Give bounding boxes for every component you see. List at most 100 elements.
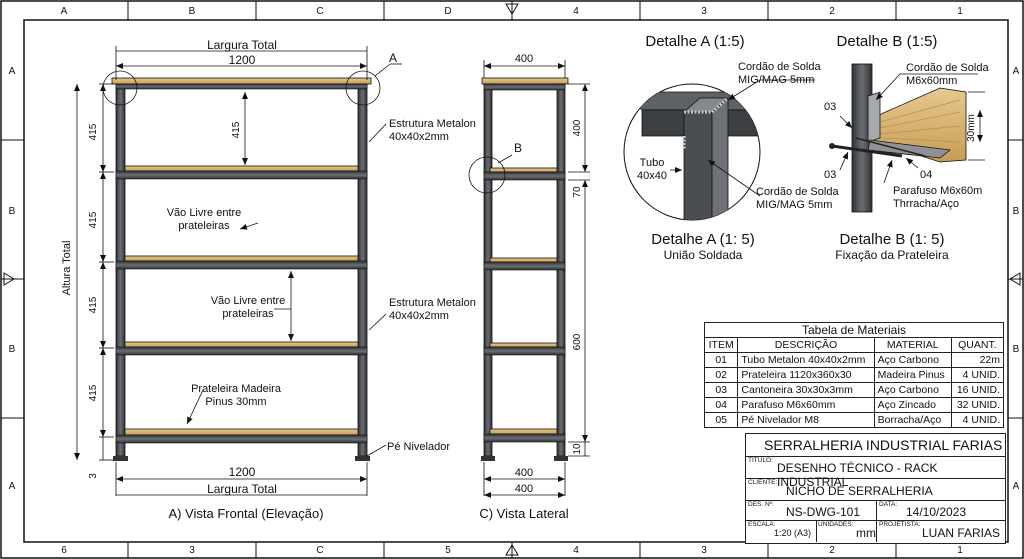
title-block: SERRALHERIA INDUSTRIAL FARIAS TÍTULO: DE…	[745, 433, 1006, 544]
detail-b-ref: 03	[824, 169, 836, 181]
detail-a-weld-label: Cordão de Solda	[738, 61, 821, 73]
table-cell: Aço Carbono	[873, 352, 952, 368]
border-top-label: A	[61, 6, 68, 17]
front-shelves	[111, 77, 372, 444]
border-bottom-label: 3	[189, 545, 195, 556]
table-cell: Aço Carbono	[873, 382, 952, 398]
table-header-row: ITEM DESCRIÇÃO MATERIAL QUANT.	[703, 337, 1005, 353]
leveling-foot	[113, 456, 128, 461]
callout-label-b: B	[514, 141, 522, 155]
title-block-client-row: CLIENTE: NICHO DE SERRALHERIA	[746, 478, 1005, 501]
detail-a-weld-label: Cordão de Solda	[756, 186, 839, 198]
side-bottom-dim: 400	[515, 467, 533, 479]
table-cell: 03	[703, 382, 739, 398]
spacing-dim: 415	[88, 296, 99, 313]
beam	[115, 434, 368, 444]
side-beam	[483, 433, 566, 443]
side-beam	[483, 83, 566, 91]
side-top-dim: 400	[515, 53, 533, 65]
leveling-foot	[355, 456, 370, 461]
table-header: QUANT.	[950, 337, 1005, 353]
side-beam	[483, 261, 566, 271]
detail-b-angle	[867, 91, 881, 143]
table-cell: 01	[703, 352, 739, 368]
detail-a-tube-label: Tubo	[640, 157, 665, 169]
drawing-date: 14/10/2023	[906, 505, 967, 519]
side-shelf-board	[489, 428, 558, 435]
side-shelf-board	[489, 257, 558, 263]
table-cell: Tubo Metalon 40x40x2mm	[737, 352, 875, 368]
border-bottom-label: C	[316, 545, 323, 556]
table-cell: 04	[703, 397, 739, 413]
spacing-dim: 415	[88, 211, 99, 228]
side-shelf-board	[489, 167, 558, 173]
side-view: 400 400 70 600 10 400 400 B C) Vist	[468, 53, 590, 521]
bottom-dim-title: Largura Total	[207, 482, 277, 496]
callout-circle-b	[468, 156, 506, 194]
detail-b-weld-label: M6x60mm	[906, 75, 957, 87]
border-top-label: 2	[829, 6, 835, 17]
unidades-label: UNIDADES:	[818, 521, 854, 528]
border-bottom-label: 2	[829, 545, 835, 556]
callout-label-a: A	[389, 51, 397, 65]
divider	[876, 500, 877, 520]
detail-b-screw	[831, 144, 903, 158]
data-label: DATA:	[879, 501, 898, 508]
title-block-company-row: SERRALHERIA INDUSTRIAL FARIAS	[746, 434, 1005, 457]
label-structure: 40x40x2mm	[389, 131, 449, 143]
materials-table-caption: Tabela de Materiais	[704, 322, 1004, 338]
height-dim-title: Altura Total	[61, 241, 73, 296]
side-shelf-board	[489, 342, 558, 348]
border-top-label: 3	[701, 6, 707, 17]
border-bottom-label: 1	[957, 545, 963, 556]
title-block-number-row: DES. Nº: NS-DWG-101 DATA: 14/10/2023	[746, 500, 1005, 521]
label-structure: 40x40x2mm	[389, 310, 449, 322]
client-name: NICHO DE SERRALHERIA	[786, 484, 933, 498]
detail-b-screw-label: Thrracha/Aço	[893, 198, 959, 210]
table-row: 02 Prateleira 1120x360x30 Madeira Pinus …	[703, 367, 1005, 383]
table-cell: 32 UNID.	[950, 397, 1005, 413]
des-label: DES. Nº:	[748, 501, 774, 508]
label-structure: Estrutura Metalon	[389, 297, 476, 309]
border-side-label: A	[9, 66, 16, 77]
table-header: MATERIAL	[873, 337, 952, 353]
detail-b-ref: 03	[824, 101, 836, 113]
shelf-board	[111, 77, 372, 85]
beam	[115, 346, 368, 356]
beam	[115, 83, 368, 90]
drawing-number: NS-DWG-101	[786, 505, 861, 519]
label-structure: Estrutura Metalon	[389, 118, 476, 130]
table-cell: Parafuso M6x60mm	[737, 397, 875, 413]
table-row: 01 Tubo Metalon 40x40x2mm Aço Carbono 22…	[703, 352, 1005, 368]
designer-name: LUAN FARIAS	[922, 526, 1001, 540]
table-cell: 4 UNID.	[950, 412, 1005, 428]
table-cell: Pé Nivelador M8	[737, 412, 875, 428]
callout-circle-a	[102, 70, 138, 106]
side-dim-10: 10	[572, 443, 583, 455]
side-beam	[483, 346, 566, 356]
table-cell: 22m	[950, 352, 1005, 368]
side-dim-70: 70	[572, 186, 583, 198]
label-gap: Vão Livre entre	[211, 295, 286, 307]
border-side-label: B	[1013, 344, 1020, 355]
side-dim-400: 400	[572, 119, 583, 136]
border-side-label: B	[9, 206, 16, 217]
side-view-label: C) Vista Lateral	[479, 506, 568, 521]
label-gap: prateleiras	[222, 308, 274, 320]
detail-b-dim-30: 30mm	[966, 114, 977, 142]
detail-a-weld-label: MIG/MAG 5mm	[756, 199, 832, 211]
spacing-dim: 415	[88, 384, 99, 401]
title-block-scale-row: ESCALA: 1:20 (A3) UNIDADES: mm PROJETIST…	[746, 520, 1005, 542]
label-foot: Pé Nivelador	[387, 441, 450, 453]
shelf-board	[124, 428, 359, 436]
detail-b-caption: Detalhe B (1: 5)	[839, 231, 944, 248]
divider	[816, 520, 817, 542]
border-bottom-label: 4	[573, 545, 579, 556]
foot-height-dim: 3	[88, 473, 99, 479]
units-value: mm	[856, 526, 876, 540]
table-header: ITEM	[703, 337, 739, 353]
side-bottom-dim: 400	[515, 483, 533, 495]
projetista-label: PROJETISTA:	[879, 521, 921, 528]
